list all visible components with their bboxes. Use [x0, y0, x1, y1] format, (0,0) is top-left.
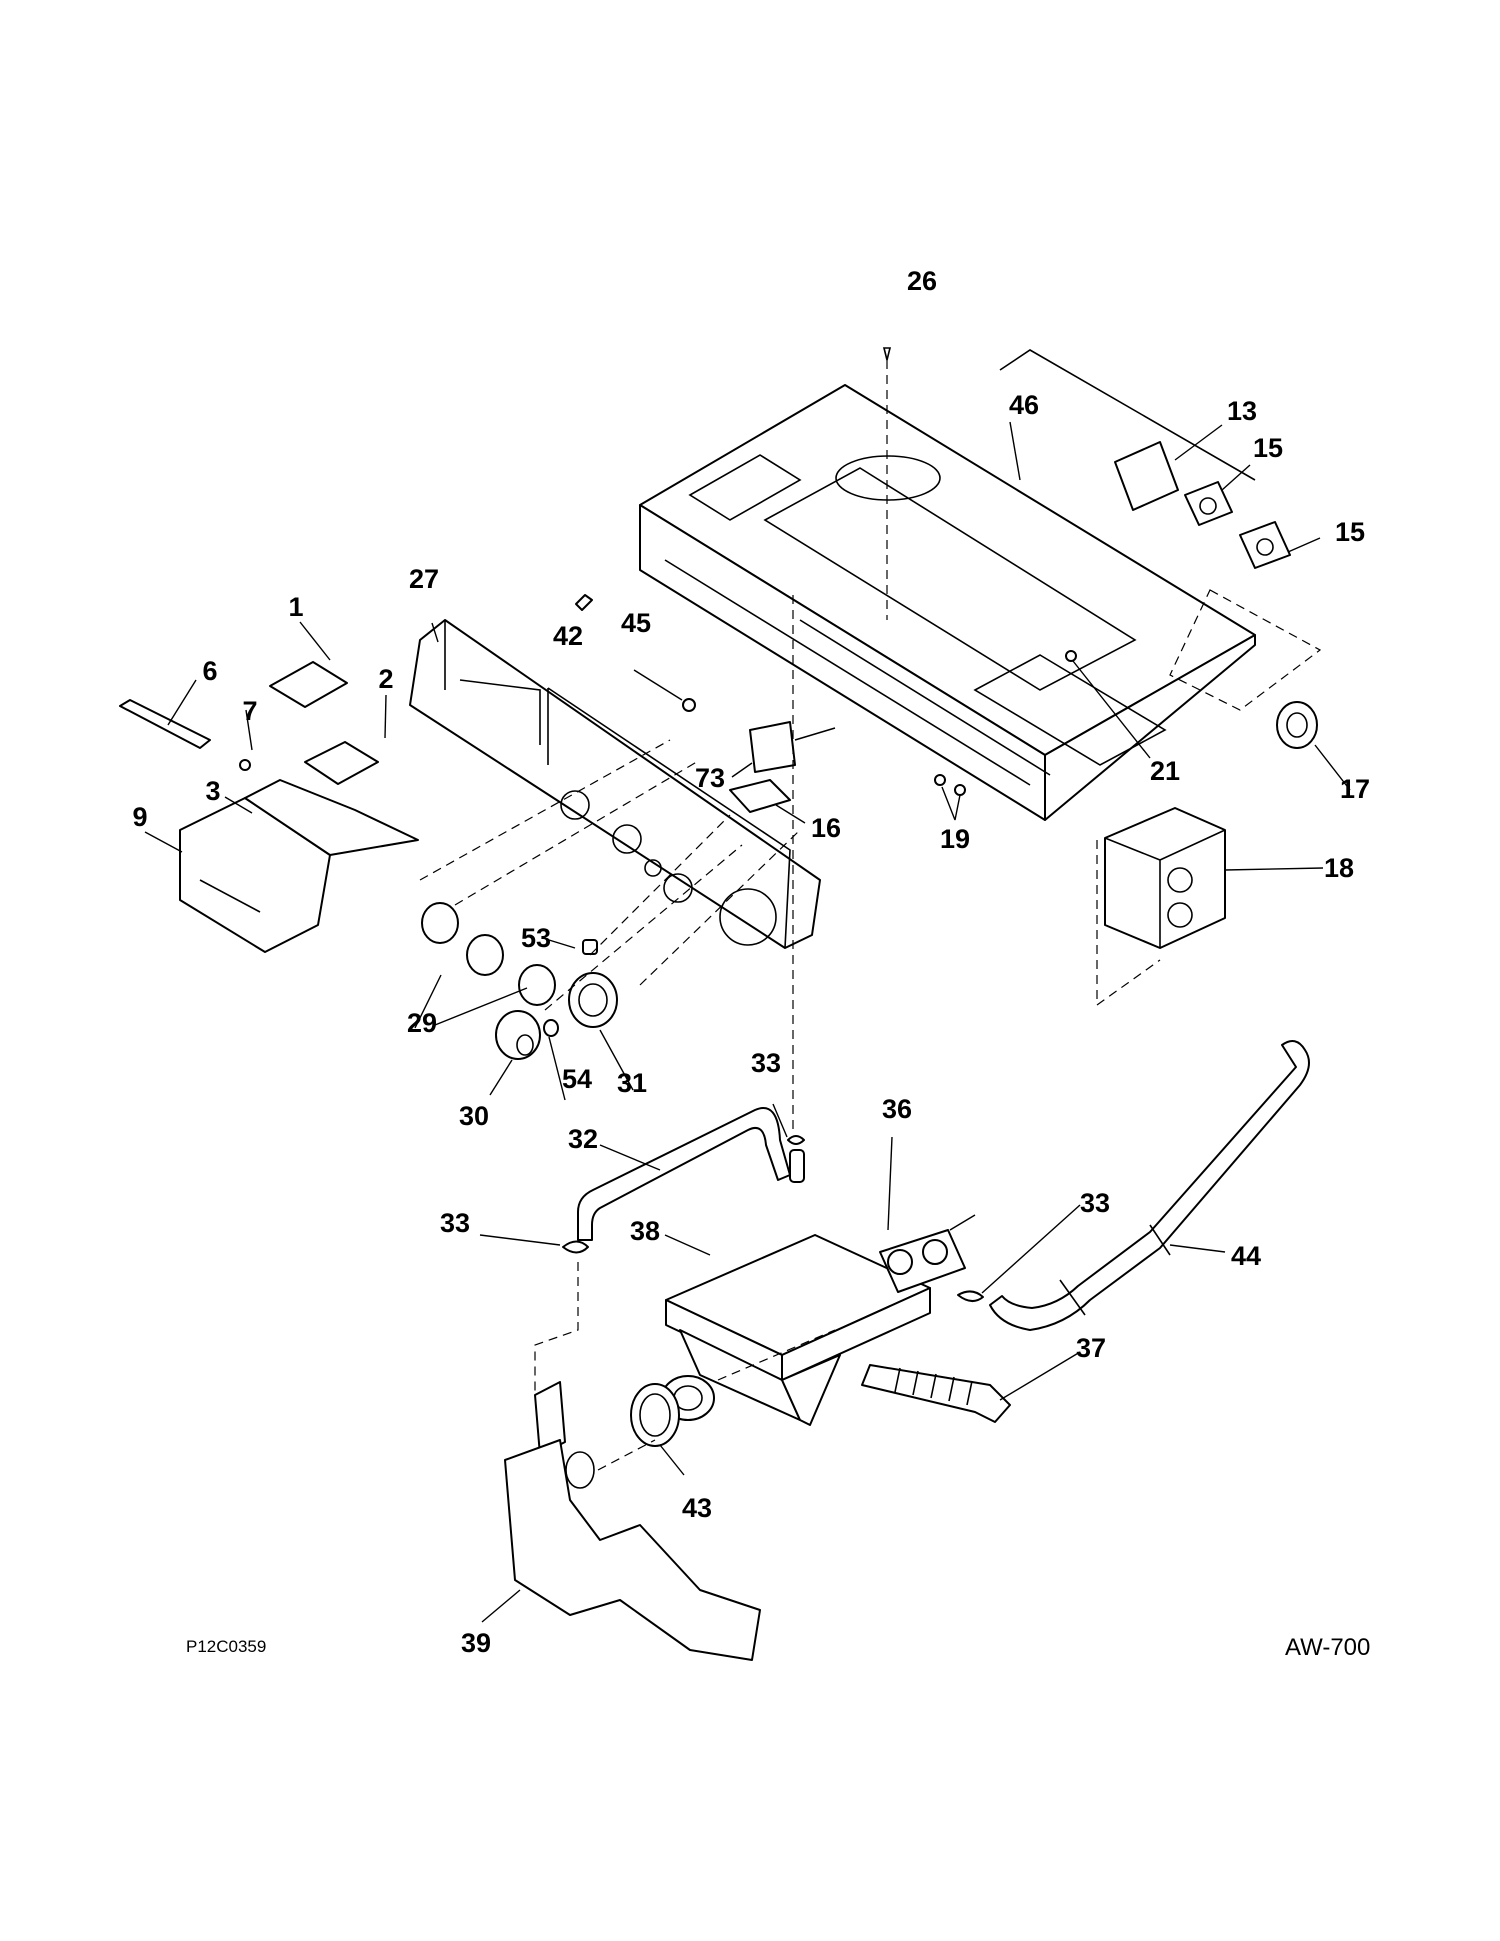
drain-hose-37-part — [861, 1364, 1011, 1423]
knob-30-part — [495, 1010, 541, 1060]
callout-46: 46 — [1009, 390, 1039, 420]
callout-13: 13 — [1227, 396, 1257, 426]
callout-3: 3 — [205, 776, 220, 806]
dispenser-cover-1-part — [269, 661, 348, 708]
callout-7: 7 — [242, 696, 257, 726]
callout-29: 29 — [407, 1008, 437, 1038]
callout-15-lower: 15 — [1335, 517, 1365, 547]
spring-7-part — [239, 759, 251, 771]
knob-29-b-part — [466, 934, 504, 976]
callout-2: 2 — [378, 664, 393, 694]
module-73-part — [749, 721, 836, 773]
callout-33-top: 33 — [751, 1048, 781, 1078]
chassis-frame-part — [639, 349, 1256, 821]
callout-19: 19 — [940, 824, 970, 854]
callout-43: 43 — [682, 1493, 712, 1523]
callout-33-left: 33 — [440, 1208, 470, 1238]
callout-45: 45 — [621, 608, 651, 638]
hose-32-part — [577, 1107, 791, 1241]
callout-15-upper: 15 — [1253, 433, 1283, 463]
switch-15-lower-part — [1239, 521, 1291, 569]
callout-16: 16 — [811, 813, 841, 843]
screw-42-part — [575, 594, 593, 611]
callout-44: 44 — [1231, 1241, 1261, 1271]
timer-box-18-part — [1104, 807, 1226, 949]
callout-26: 26 — [907, 266, 937, 296]
callout-36: 36 — [882, 1094, 912, 1124]
gasket-43-part — [630, 1383, 680, 1447]
washer-54-part — [543, 1019, 559, 1037]
clamp-33-top-part — [787, 1135, 805, 1145]
fastener-21-part — [1065, 650, 1077, 662]
dispenser-cap-2-part — [304, 741, 379, 785]
callout-42: 42 — [553, 621, 583, 651]
clamp-33-right-part — [957, 1290, 984, 1302]
fill-hose-44-part — [989, 1040, 1310, 1331]
figure-code: P12C0359 — [186, 1637, 266, 1656]
control-panel-27-part — [409, 619, 821, 949]
dispenser-housing-38-part — [661, 1234, 931, 1426]
callout-27: 27 — [409, 564, 439, 594]
callout-6: 6 — [202, 656, 217, 686]
callout-54: 54 — [562, 1064, 592, 1094]
callout-9: 9 — [132, 802, 147, 832]
callout-31: 31 — [617, 1068, 647, 1098]
callout-37: 37 — [1076, 1333, 1106, 1363]
duct-39-part — [504, 1381, 761, 1661]
module-16-part — [729, 779, 791, 813]
dial-31-part — [568, 972, 618, 1028]
callout-38: 38 — [630, 1216, 660, 1246]
callout-33-right: 33 — [1080, 1188, 1110, 1218]
dispenser-drawer-3-9-part — [179, 779, 419, 953]
callout-30: 30 — [459, 1101, 489, 1131]
callout-17: 17 — [1340, 774, 1370, 804]
callout-53: 53 — [521, 923, 551, 953]
callout-18: 18 — [1324, 853, 1354, 883]
spacer-53-part — [582, 939, 598, 955]
selector-17-part — [1276, 701, 1318, 749]
clamp-33-left-part — [562, 1240, 589, 1254]
callout-39: 39 — [461, 1628, 491, 1658]
knob-29-a-part — [421, 902, 459, 944]
callout-73: 73 — [695, 763, 725, 793]
inlet-valve-36-part — [879, 1214, 976, 1293]
screw-19-part — [934, 774, 966, 796]
switch-13-part — [1114, 441, 1179, 511]
callout-1: 1 — [288, 592, 303, 622]
switch-15-upper-part — [1184, 481, 1233, 526]
clip-45-part — [682, 698, 696, 712]
callout-21: 21 — [1150, 756, 1180, 786]
hose-fitting-part — [789, 1149, 805, 1183]
callout-32: 32 — [568, 1124, 598, 1154]
bracket-6-part — [119, 699, 211, 749]
model-code: AW-700 — [1285, 1634, 1370, 1661]
knob-29-c-part — [518, 964, 556, 1006]
